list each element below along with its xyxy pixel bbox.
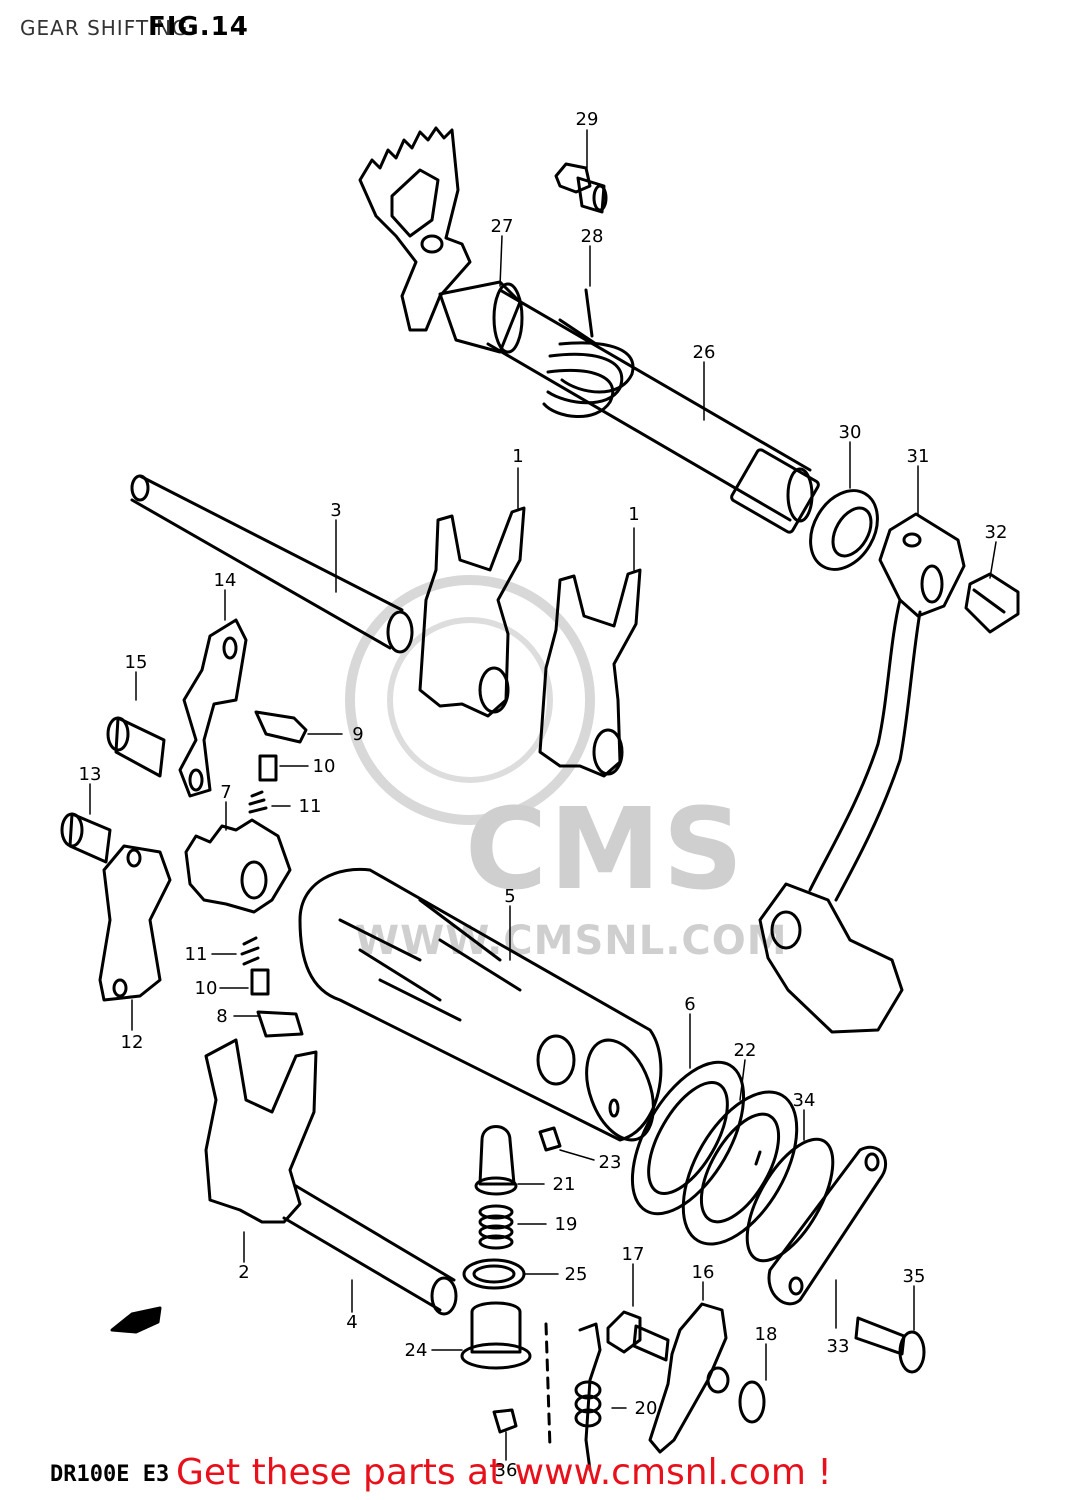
callout-29: 29 — [576, 109, 599, 130]
section-title: GEAR SHIFTING — [20, 16, 189, 40]
callout-27: 27 — [491, 216, 514, 237]
stopper-cluster-drawing — [60, 618, 308, 1038]
callout-11-upper: 11 — [299, 796, 322, 817]
callout-21: 21 — [553, 1174, 576, 1195]
gear-shift-shaft-drawing — [358, 126, 820, 534]
callout-1-lower: 1 — [628, 504, 639, 525]
callout-18: 18 — [755, 1324, 778, 1345]
callout-10-upper: 10 — [313, 756, 336, 777]
bolt-29-drawing — [554, 162, 608, 214]
callout-12: 12 — [121, 1032, 144, 1053]
callout-17: 17 — [622, 1244, 645, 1265]
model-code: DR100E E3 — [50, 1462, 170, 1487]
callout-15: 15 — [125, 652, 148, 673]
callout-33: 33 — [827, 1336, 850, 1357]
bolt-35-drawing — [854, 1316, 926, 1374]
callout-4: 4 — [346, 1312, 357, 1333]
callout-32: 32 — [985, 522, 1008, 543]
callout-11-lower: 11 — [185, 944, 208, 965]
callout-2: 2 — [238, 1262, 249, 1283]
callout-23: 23 — [599, 1152, 622, 1173]
watermark-brand: CMS — [465, 785, 746, 915]
callout-22: 22 — [734, 1040, 757, 1061]
callout-31: 31 — [907, 446, 930, 467]
fwd-arrow-icon — [110, 1306, 162, 1334]
callout-leader-lines — [89, 129, 997, 1461]
fork-shaft-4-drawing — [282, 1184, 458, 1316]
callout-10-lower: 10 — [195, 978, 218, 999]
callout-5: 5 — [504, 886, 515, 907]
callout-6: 6 — [684, 994, 695, 1015]
callout-36: 36 — [495, 1460, 518, 1481]
lower-parts-drawing — [460, 1125, 766, 1472]
shift-forks-drawing — [204, 506, 642, 1224]
callout-3: 3 — [330, 500, 341, 521]
callout-8: 8 — [216, 1006, 227, 1027]
callout-16: 16 — [692, 1262, 715, 1283]
callout-14: 14 — [214, 570, 237, 591]
promo-link-text[interactable]: Get these parts at www.cmsnl.com ! — [176, 1452, 832, 1493]
gear-shift-cam-drawing — [298, 867, 663, 1142]
callout-24: 24 — [405, 1340, 428, 1361]
callout-19: 19 — [555, 1214, 578, 1235]
callout-13: 13 — [79, 764, 102, 785]
callout-34: 34 — [793, 1090, 816, 1111]
fork-shaft-3-drawing — [130, 474, 414, 654]
callout-25: 25 — [565, 1264, 588, 1285]
callout-1-upper: 1 — [512, 446, 523, 467]
callout-7: 7 — [220, 782, 231, 803]
callout-35: 35 — [903, 1266, 926, 1287]
shift-lever-drawing — [758, 489, 1020, 1034]
figure-label: FIG.14 — [148, 12, 249, 42]
washers-drawing — [630, 1060, 888, 1306]
callout-26: 26 — [693, 342, 716, 363]
callout-30: 30 — [839, 422, 862, 443]
watermark-url: WWW.CMSNL.COM — [355, 918, 788, 964]
callout-9: 9 — [352, 724, 363, 745]
callout-28: 28 — [581, 226, 604, 247]
callout-20: 20 — [635, 1398, 658, 1419]
